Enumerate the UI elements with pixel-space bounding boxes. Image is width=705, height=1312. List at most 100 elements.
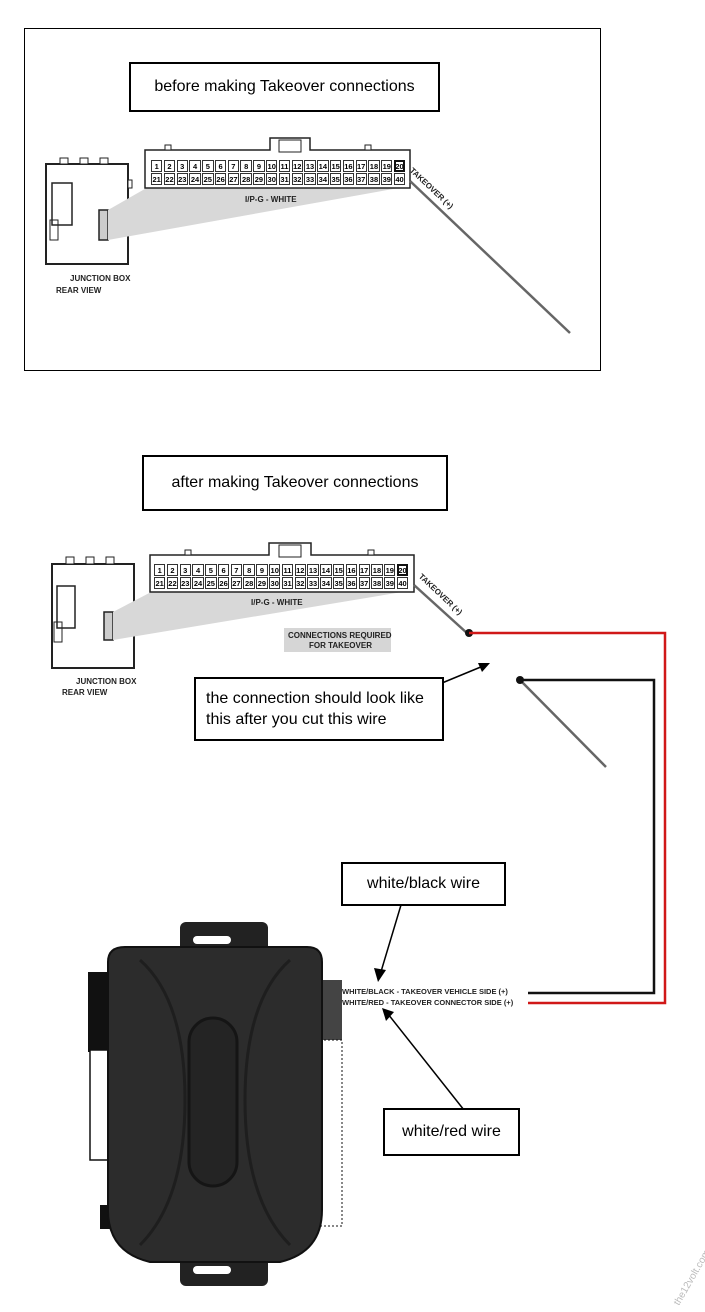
connector-pin: 13 — [304, 160, 316, 172]
connector-pin: 3 — [176, 160, 188, 172]
red-wire — [469, 631, 667, 1005]
connector-pin: 24 — [189, 173, 201, 185]
connector-pin: 7 — [227, 160, 240, 172]
connector-pin: 8 — [243, 564, 255, 576]
callout-red-wire: white/red wire — [383, 1108, 520, 1156]
connector-pin: 18 — [368, 160, 380, 172]
cut-wire-note-text: the connection should look like this aft… — [206, 690, 424, 728]
connector-pin: 18 — [371, 564, 383, 576]
junction-label-top-1: JUNCTION BOX — [70, 274, 131, 283]
connector-pin: 21 — [154, 577, 166, 589]
junction-label-top-2: REAR VIEW — [56, 286, 102, 295]
connector-pin: 9 — [253, 160, 265, 172]
connector-pin: 25 — [202, 173, 214, 185]
connector-pin: 11 — [281, 564, 294, 576]
connector-pin: 16 — [342, 160, 355, 172]
connector-pin: 22 — [166, 577, 179, 589]
connector-pin: 11 — [278, 160, 291, 172]
connector-pin: 4 — [192, 564, 204, 576]
connector-pin: 22 — [163, 173, 176, 185]
bottom-caption: after making Takeover connections — [142, 455, 448, 511]
connector-pin: 30 — [266, 173, 278, 185]
required-label-bg — [284, 628, 391, 652]
connector-pin: 31 — [278, 173, 291, 185]
connector-pin: 33 — [304, 173, 316, 185]
connector-pin: 27 — [227, 173, 240, 185]
connector-pin: 12 — [294, 564, 306, 576]
connector-pin: 40 — [393, 173, 406, 185]
connector-pin: 34 — [320, 577, 332, 589]
connector-pin: 4 — [189, 160, 201, 172]
junction-label-bottom-1: JUNCTION BOX — [76, 677, 137, 686]
connector-pin: 35 — [329, 173, 342, 185]
callout-black-wire: white/black wire — [341, 862, 506, 906]
callout-arrow-black — [374, 904, 402, 982]
connector-pin: 20 — [396, 564, 409, 576]
connector-pin: 35 — [332, 577, 345, 589]
connector-pin: 32 — [294, 577, 306, 589]
black-wire — [520, 678, 656, 995]
connector-pin: 23 — [176, 173, 188, 185]
top-caption: before making Takeover connections — [129, 62, 440, 112]
connector-label-top: I/P-G - WHITE — [245, 195, 297, 204]
required-label-2: FOR TAKEOVER — [309, 641, 372, 650]
connector-pin: 39 — [384, 577, 396, 589]
connector-pin: 37 — [358, 577, 370, 589]
wire-label-red: WHITE/RED - TAKEOVER CONNECTOR SIDE (+) — [342, 998, 514, 1007]
zoom-cone-bottom — [113, 590, 414, 640]
connector-pin: 34 — [317, 173, 329, 185]
connector-pin: 6 — [214, 160, 227, 172]
connector-pin: 5 — [202, 160, 214, 172]
connector-pin: 1 — [154, 564, 166, 576]
cut-wire-note: the connection should look like this aft… — [194, 677, 444, 741]
connector-pin: 14 — [317, 160, 329, 172]
connector-pin: 15 — [329, 160, 342, 172]
takeover-wire-top — [409, 180, 571, 334]
connector-pin: 2 — [166, 564, 179, 576]
connector-pin: 3 — [179, 564, 191, 576]
connector-pin: 29 — [256, 577, 268, 589]
connector-pin: 21 — [151, 173, 163, 185]
connector-pin: 27 — [230, 577, 243, 589]
top-panel-frame — [24, 28, 601, 371]
connector-pin: 25 — [205, 577, 217, 589]
connector-pin: 36 — [342, 173, 355, 185]
connector-pin: 26 — [217, 577, 230, 589]
connector-pin: 14 — [320, 564, 332, 576]
connector-pin: 1 — [151, 160, 163, 172]
connector-pin: 38 — [368, 173, 380, 185]
connector-label-bottom: I/P-G - WHITE — [251, 598, 303, 607]
connector-pin: 28 — [240, 173, 252, 185]
zoom-cone-top — [108, 186, 410, 240]
takeover-wire-vehicle — [519, 679, 607, 768]
connector-pin: 10 — [266, 160, 278, 172]
connector-pin: 7 — [230, 564, 243, 576]
connector-pin: 33 — [307, 577, 319, 589]
connector-pin: 16 — [345, 564, 358, 576]
module-unit — [88, 922, 343, 1286]
takeover-wire-stub — [413, 584, 469, 635]
connector-pin: 17 — [355, 160, 367, 172]
required-label-1: CONNECTIONS REQUIRED — [288, 631, 392, 640]
note-arrow — [441, 663, 490, 684]
connector-pin: 2 — [163, 160, 176, 172]
connector-pin: 36 — [345, 577, 358, 589]
connector-pin: 32 — [291, 173, 303, 185]
connector-pin: 17 — [358, 564, 370, 576]
connector-pin: 6 — [217, 564, 230, 576]
connector-pin: 23 — [179, 577, 191, 589]
connector-pin: 39 — [381, 173, 393, 185]
connector-pin: 37 — [355, 173, 367, 185]
junction-label-bottom-2: REAR VIEW — [62, 688, 108, 697]
connector-pin: 29 — [253, 173, 265, 185]
wire-label-black: WHITE/BLACK - TAKEOVER VEHICLE SIDE (+) — [342, 987, 508, 996]
connector-pin: 12 — [291, 160, 303, 172]
connector-pin: 15 — [332, 564, 345, 576]
connector-pin: 26 — [214, 173, 227, 185]
callout-arrow-red — [382, 1008, 465, 1111]
connector-pin: 10 — [269, 564, 281, 576]
connector-pin: 13 — [307, 564, 319, 576]
